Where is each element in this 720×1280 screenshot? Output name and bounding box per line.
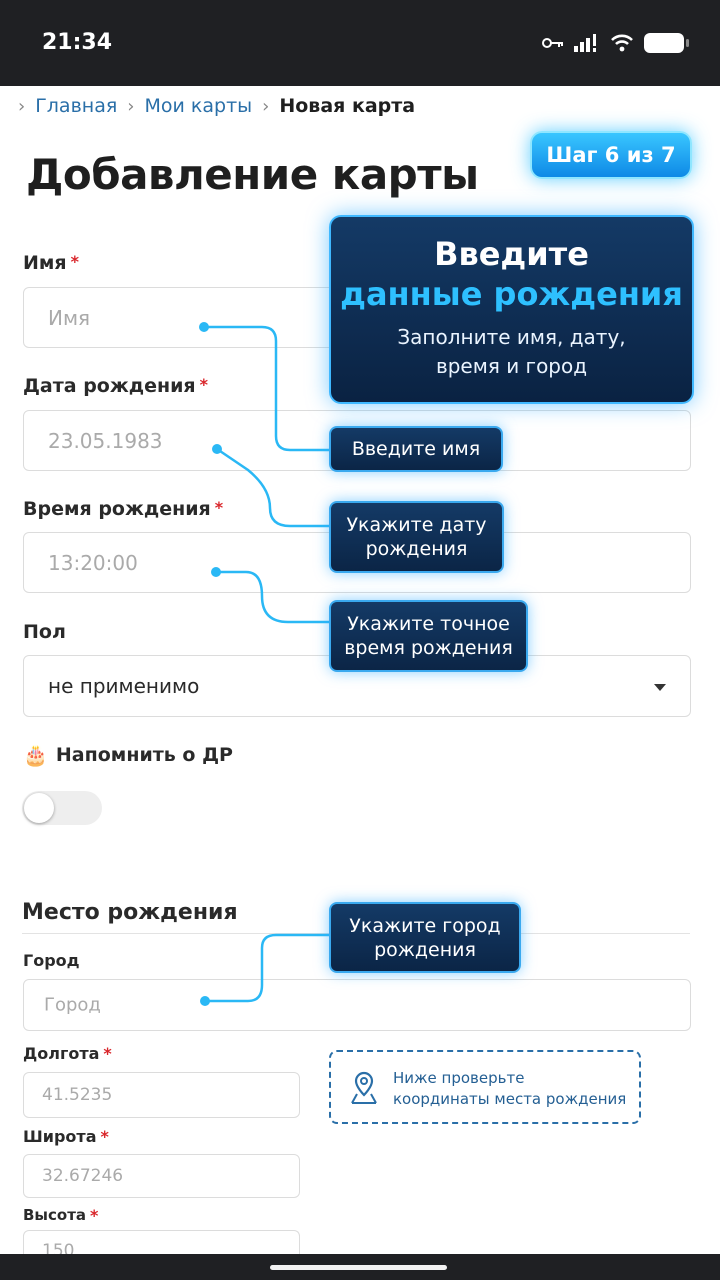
tip-time: Укажите точное время рождения [329, 600, 528, 672]
status-time: 21:34 [42, 30, 113, 55]
coordinates-hint: Ниже проверьте координаты места рождения [329, 1050, 641, 1124]
reminder-toggle[interactable] [22, 791, 102, 825]
signal-icon [574, 34, 596, 52]
required-marker: * [100, 1127, 109, 1146]
hero-title-line2: данные рождения [340, 275, 683, 313]
name-label: Имя* [23, 252, 80, 274]
longitude-label: Долгота* [23, 1044, 112, 1063]
status-icons [542, 31, 689, 55]
city-label: Город [23, 951, 80, 970]
altitude-label: Высота* [23, 1206, 99, 1225]
required-marker: * [90, 1206, 99, 1225]
coordinates-hint-line1: Ниже проверьте [393, 1069, 525, 1087]
gender-value: не применимо [48, 674, 200, 698]
hero-subtitle-line2: время и город [435, 354, 588, 378]
status-bar: 21:34 [0, 0, 720, 86]
required-marker: * [103, 1044, 112, 1063]
city-input[interactable]: Город [23, 979, 691, 1031]
chevron-right-icon: › [127, 95, 135, 117]
step-badge: Шаг 6 из 7 [530, 131, 692, 179]
battery-icon [644, 33, 689, 53]
altitude-input[interactable]: 150 [23, 1230, 300, 1254]
latitude-placeholder: 32.67246 [42, 1166, 124, 1186]
longitude-placeholder: 41.5235 [42, 1085, 113, 1105]
breadcrumb-current: Новая карта [279, 95, 416, 117]
birth-date-label: Дата рождения* [23, 375, 208, 397]
breadcrumb-home-link[interactable]: Главная [35, 95, 118, 117]
tip-city: Укажите город рождения [329, 902, 521, 973]
hero-title-line1: Введите [434, 235, 589, 273]
latitude-label: Широта* [23, 1127, 109, 1146]
tip-date: Укажите дату рождения [329, 501, 504, 573]
gender-label: Пол [23, 621, 66, 643]
city-placeholder: Город [44, 994, 101, 1016]
map-pin-icon [351, 1071, 377, 1104]
home-indicator-area [0, 1254, 720, 1280]
breadcrumb: › Главная › Мои карты › Новая карта [18, 92, 415, 120]
birth-date-placeholder: 23.05.1983 [48, 428, 163, 453]
name-placeholder: Имя [48, 305, 91, 330]
chevron-right-icon: › [18, 95, 26, 117]
required-marker: * [214, 498, 224, 517]
toggle-knob [24, 793, 54, 823]
tip-name: Введите имя [329, 426, 503, 472]
latitude-input[interactable]: 32.67246 [23, 1154, 300, 1198]
required-marker: * [70, 252, 80, 271]
chevron-right-icon: › [262, 95, 270, 117]
hero-subtitle-line1: Заполните имя, дату, [397, 325, 626, 349]
birthplace-section-title: Место рождения [22, 900, 238, 925]
coordinates-hint-line2: координаты места рождения [393, 1090, 627, 1108]
breadcrumb-cards-link[interactable]: Мои карты [144, 95, 253, 117]
longitude-input[interactable]: 41.5235 [23, 1072, 300, 1118]
home-indicator[interactable] [270, 1265, 447, 1270]
caret-down-icon [654, 684, 666, 691]
key-icon [542, 38, 563, 48]
birth-time-label: Время рождения* [23, 498, 224, 520]
altitude-placeholder: 150 [42, 1241, 75, 1254]
tutorial-hero-card: Введите данные рождения Заполните имя, д… [329, 215, 694, 404]
birth-time-placeholder: 13:20:00 [48, 550, 138, 575]
cake-icon: 🎂 [23, 743, 48, 767]
wifi-icon [611, 34, 633, 52]
reminder-label: 🎂 Напомнить о ДР [23, 743, 233, 767]
required-marker: * [199, 375, 208, 394]
page-title: Добавление карты [26, 150, 479, 199]
